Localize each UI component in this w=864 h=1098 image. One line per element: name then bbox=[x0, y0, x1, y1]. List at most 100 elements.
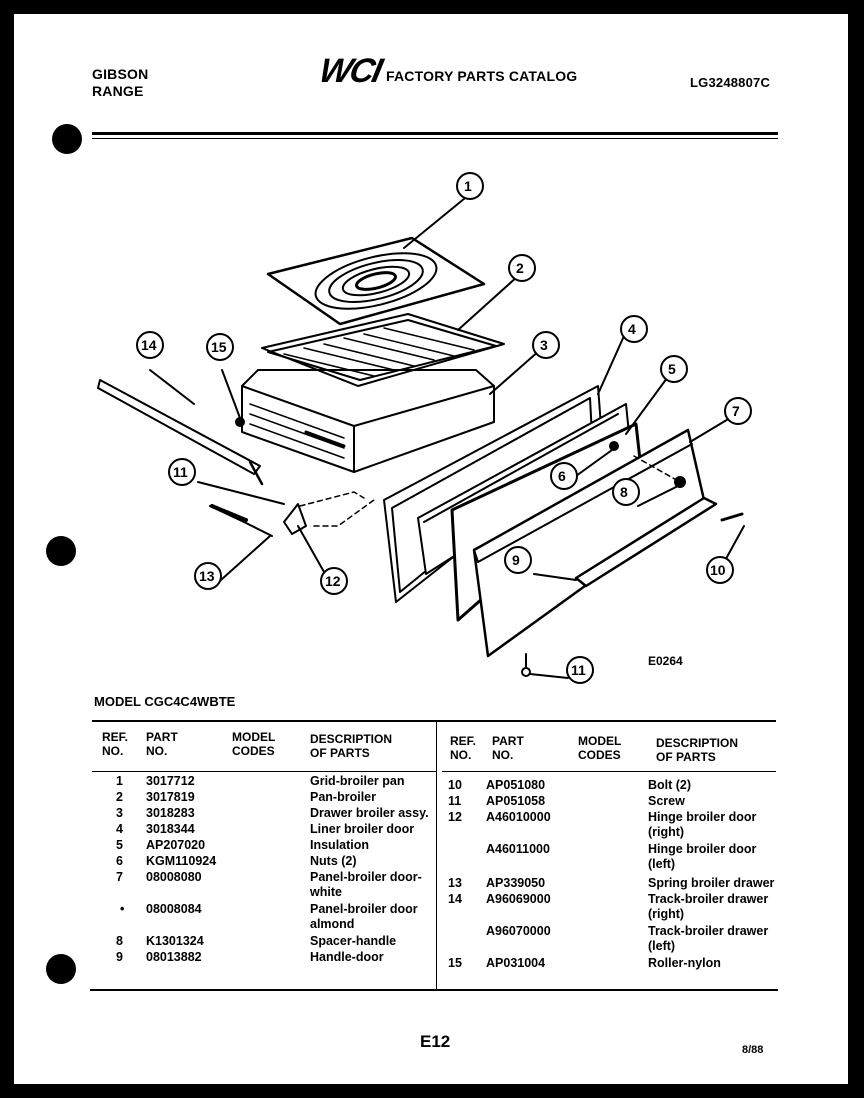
part-number: 08008084 bbox=[146, 902, 202, 916]
callout-label-11b: 11 bbox=[571, 662, 586, 678]
diagram-code: E0264 bbox=[648, 654, 683, 668]
callout-6 bbox=[550, 462, 578, 490]
bolt bbox=[720, 512, 744, 522]
table-row: 11 bbox=[448, 794, 462, 808]
part-number: AP031004 bbox=[486, 956, 546, 970]
callout-4 bbox=[620, 315, 648, 343]
part-number: A46010000 bbox=[486, 810, 551, 824]
part-description: Roller-nylon bbox=[648, 956, 721, 970]
grid-broiler-pan bbox=[266, 236, 486, 326]
part-description: Panel-broiler door almond bbox=[310, 902, 418, 931]
table-row: • bbox=[120, 902, 125, 916]
callout-15 bbox=[206, 333, 234, 361]
callout-label-12: 12 bbox=[325, 573, 341, 589]
catalog-code: LG3248807C bbox=[690, 75, 771, 90]
header-rule-thick bbox=[92, 132, 778, 135]
hinge-broiler-door bbox=[283, 503, 307, 535]
part-description: Hinge broiler door (right) bbox=[648, 810, 757, 839]
exploded-parts-diagram bbox=[97, 172, 752, 684]
part-description: Spacer-handle bbox=[310, 934, 397, 948]
part-description: Drawer broiler assy. bbox=[310, 806, 429, 820]
part-description: Track-broiler drawer (right) bbox=[648, 892, 769, 921]
table-row: 3 bbox=[116, 806, 123, 820]
table-row: 9 bbox=[116, 950, 123, 964]
callout-label-1: 1 bbox=[464, 178, 472, 194]
catalog-date: 8/88 bbox=[742, 1044, 764, 1056]
header-ref-left: REF.NO. bbox=[102, 730, 129, 758]
part-number: 3018283 bbox=[146, 806, 195, 820]
table-row: 8 bbox=[116, 934, 123, 948]
callout-label-3: 3 bbox=[540, 337, 548, 353]
header-ref-right: REF.NO. bbox=[450, 734, 477, 762]
table-header-rule-left bbox=[92, 771, 436, 772]
part-number: A46011000 bbox=[486, 842, 550, 856]
callout-label-10: 10 bbox=[710, 562, 726, 578]
handle-door bbox=[574, 496, 718, 588]
part-number: 3017819 bbox=[146, 790, 195, 804]
part-number: A96069000 bbox=[486, 892, 551, 906]
page-number: E12 bbox=[420, 1032, 451, 1051]
callout-label-6: 6 bbox=[558, 468, 566, 484]
callout-labels: 1 2 3 4 5 6 7 8 9 10 11 12 13 14 15 11 bbox=[14, 14, 848, 714]
part-description: Liner broiler door bbox=[310, 822, 415, 836]
callout-13 bbox=[194, 562, 222, 590]
table-row: 12 bbox=[448, 810, 462, 824]
callout-14 bbox=[136, 331, 164, 359]
callout-label-5: 5 bbox=[668, 361, 676, 377]
brand-line-1: GIBSON bbox=[92, 66, 149, 82]
table-row: 10 bbox=[448, 778, 462, 792]
part-description: Track-broiler drawer (left) bbox=[648, 924, 769, 953]
part-description: Grid-broiler pan bbox=[310, 774, 405, 788]
model-label: MODEL CGC4C4WBTE bbox=[94, 694, 236, 709]
header-rule-thin bbox=[92, 138, 778, 139]
part-description: Hinge broiler door (left) bbox=[648, 842, 757, 871]
callout-10 bbox=[706, 556, 734, 584]
catalog-page: GIBSON RANGE WCI FACTORY PARTS CATALOG L… bbox=[14, 14, 848, 1084]
table-row: 6 bbox=[116, 854, 123, 868]
callout-label-15: 15 bbox=[211, 339, 227, 355]
callout-7 bbox=[724, 397, 752, 425]
catalog-title: FACTORY PARTS CATALOG bbox=[386, 68, 578, 84]
callout-label-7: 7 bbox=[732, 403, 740, 419]
table-header-rule-right bbox=[442, 771, 776, 772]
part-description: Handle-door bbox=[310, 950, 384, 964]
callout-label-2: 2 bbox=[516, 260, 524, 276]
table-row: 2 bbox=[116, 790, 123, 804]
part-description: Panel-broiler door-white bbox=[310, 870, 422, 899]
punch-hole-top bbox=[52, 124, 82, 154]
track-broiler-drawer bbox=[97, 379, 264, 486]
punch-hole-middle bbox=[46, 536, 76, 566]
part-description: Spring broiler drawer bbox=[648, 876, 775, 890]
callout-label-11a: 11 bbox=[173, 464, 188, 480]
part-description: Bolt (2) bbox=[648, 778, 692, 792]
callout-3 bbox=[532, 331, 560, 359]
callout-11b bbox=[566, 656, 594, 684]
punch-hole-bottom bbox=[46, 954, 76, 984]
part-number: AP051058 bbox=[486, 794, 546, 808]
callout-label-8: 8 bbox=[620, 484, 628, 500]
part-number: 3017712 bbox=[146, 774, 195, 788]
part-number: A96070000 bbox=[486, 924, 551, 938]
callout-label-13: 13 bbox=[199, 568, 215, 584]
drawer-broiler-assembly bbox=[241, 369, 495, 473]
part-description: Pan-broiler bbox=[310, 790, 376, 804]
table-row: 4 bbox=[116, 822, 123, 836]
callout-8 bbox=[612, 478, 640, 506]
part-number: AP339050 bbox=[486, 876, 546, 890]
table-bottom-rule bbox=[90, 989, 778, 991]
brand-name: GIBSON RANGE bbox=[92, 66, 148, 100]
callout-11a bbox=[168, 458, 196, 486]
table-row: 13 bbox=[448, 876, 462, 890]
brand-line-2: RANGE bbox=[92, 83, 144, 99]
nuts bbox=[609, 441, 619, 451]
table-row: 14 bbox=[448, 892, 462, 906]
callout-bubbles bbox=[136, 172, 752, 684]
part-number: AP207020 bbox=[146, 838, 206, 852]
callout-9 bbox=[504, 546, 532, 574]
table-center-divider bbox=[436, 722, 437, 990]
part-description: Screw bbox=[648, 794, 685, 808]
